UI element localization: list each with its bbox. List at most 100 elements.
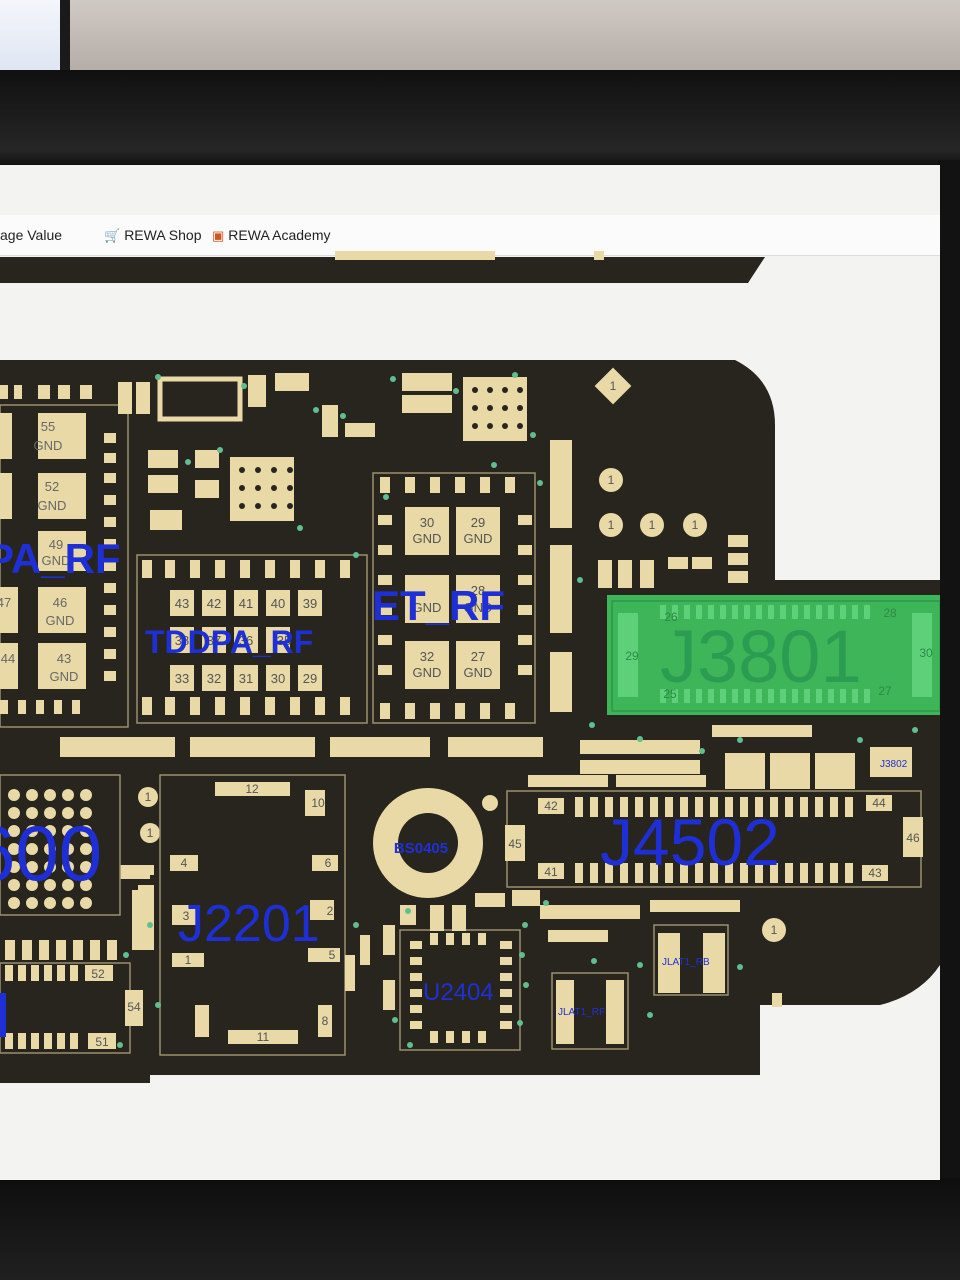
mid-right-caps bbox=[528, 725, 912, 789]
pcb-viewer-canvas[interactable]: 55 GND 52 GND 49 GND 46 GND 47 43 GND 44… bbox=[0, 165, 940, 1180]
pa-pad-label: 46 bbox=[53, 595, 67, 610]
et-pad-label: 29 bbox=[471, 515, 485, 530]
background-monitor bbox=[0, 0, 70, 72]
tddpa-rf-label: TDDPA_RF bbox=[145, 624, 313, 660]
pa-rf-block: 55 GND 52 GND 49 GND 46 GND 47 43 GND 44… bbox=[0, 385, 129, 728]
rewa-academy-button[interactable]: ▣REWA Academy bbox=[212, 227, 330, 244]
j2201-pin: 10 bbox=[311, 796, 325, 810]
upper-board-pads bbox=[335, 251, 604, 260]
et-pad-label: 32 bbox=[420, 649, 434, 664]
j2201-pin: 3 bbox=[183, 909, 190, 923]
et-pad-gnd: GND bbox=[464, 600, 493, 615]
j2201-pin: 1 bbox=[185, 953, 192, 967]
main-board bbox=[0, 360, 940, 1083]
et-pad-label: 28 bbox=[471, 583, 485, 598]
j3801-label: J3801 bbox=[660, 615, 862, 698]
rewa-shop-label: REWA Shop bbox=[124, 227, 202, 243]
monitor-bezel-right bbox=[938, 160, 960, 1280]
pa-pad-label: 55 bbox=[41, 419, 55, 434]
et-pad-label: 27 bbox=[471, 649, 485, 664]
connector-pin: 54 bbox=[127, 1000, 141, 1014]
bga-grid-small bbox=[239, 387, 523, 509]
pa-pad-label: 49 bbox=[49, 537, 63, 552]
pa-pad-gnd: GND bbox=[42, 553, 71, 568]
j2201-connector[interactable]: 12 10 4 6 3 2 1 5 11 8 J2201 bbox=[120, 774, 346, 1056]
tddpa-pad-label: 30 bbox=[271, 671, 285, 686]
monitor-bezel-bottom bbox=[0, 1178, 960, 1280]
cart-icon: 🛒 bbox=[104, 228, 121, 243]
pin1-label: 1 bbox=[771, 923, 778, 937]
j3801-pin: 28 bbox=[883, 606, 897, 620]
j4502-pin: 41 bbox=[544, 865, 558, 879]
j2201-pin: 12 bbox=[245, 782, 259, 796]
toolbar: age Value 🛒REWA Shop ▣REWA Academy bbox=[0, 215, 940, 256]
tddpa-pad-label: 39 bbox=[303, 596, 317, 611]
pa-pad-gnd: GND bbox=[50, 669, 79, 684]
pa-pad-label: 44 bbox=[1, 651, 15, 666]
u2404-chip[interactable]: U2404 bbox=[383, 890, 540, 1051]
left-bga-chip[interactable]: 600 bbox=[0, 774, 121, 916]
pin1-label: 1 bbox=[145, 790, 152, 804]
connector-pin: 52 bbox=[91, 967, 105, 981]
et-rf-block: 30 GND 29 GND GND 28 GND 32 GND 27 GND E… bbox=[372, 472, 536, 724]
et-rf-label: ET_RF bbox=[372, 582, 505, 629]
j2201-pin: 5 bbox=[329, 948, 336, 962]
lower-right-caps bbox=[540, 900, 782, 1007]
left-mid-caps bbox=[138, 865, 370, 991]
j3801-connector[interactable]: 26 28 29 30 25 27 J3801 bbox=[607, 595, 940, 715]
tddpa-pad-label: 31 bbox=[239, 671, 253, 686]
tddpa-pad-label: 38 bbox=[175, 633, 189, 648]
rewa-academy-label: REWA Academy bbox=[228, 227, 331, 243]
j3802-label: J3802 bbox=[880, 759, 908, 770]
jlat1-rb[interactable]: JLAT1_RB bbox=[653, 924, 729, 996]
j4502-pin: 43 bbox=[868, 866, 882, 880]
pin1-label: 1 bbox=[610, 379, 617, 393]
pin1-label: 1 bbox=[147, 826, 154, 840]
j3801-pin: 29 bbox=[625, 649, 639, 663]
u2404-label: U2404 bbox=[423, 979, 494, 1006]
toolbar-value-item[interactable]: age Value bbox=[0, 227, 62, 243]
j3801-pin: 25 bbox=[663, 687, 677, 701]
tddpa-pad-label: 40 bbox=[271, 596, 285, 611]
et-pad-gnd: GND bbox=[413, 600, 442, 615]
et-pad-gnd: GND bbox=[413, 531, 442, 546]
j2201-pin: 4 bbox=[181, 856, 188, 870]
pin1-markers bbox=[138, 367, 786, 942]
j4502-pin: 44 bbox=[872, 796, 886, 810]
j3801-pin: 30 bbox=[919, 646, 933, 660]
jlat1-rf[interactable]: JLAT1_RF bbox=[551, 972, 629, 1050]
pin1-label: 1 bbox=[649, 518, 656, 532]
bs0405-label: BS0405 bbox=[394, 840, 448, 857]
tddpa-pad-label: 43 bbox=[175, 596, 189, 611]
left-bottom-connector[interactable]: 52 54 51 bbox=[0, 940, 143, 1054]
pa-pad-gnd: GND bbox=[46, 613, 75, 628]
pa-pad-label: 52 bbox=[45, 479, 59, 494]
vias bbox=[117, 372, 918, 1048]
right-upper-caps bbox=[598, 535, 748, 588]
pa-pad-gnd: GND bbox=[34, 438, 63, 453]
j4502-pin: 45 bbox=[508, 837, 522, 851]
jlat1-rf-label: JLAT1_RF bbox=[558, 1007, 605, 1018]
et-pad-gnd: GND bbox=[464, 531, 493, 546]
toolbar-value-label: age Value bbox=[0, 227, 63, 243]
j4502-connector[interactable]: 42 44 45 46 41 43 J4502 bbox=[505, 790, 923, 888]
j4502-pin: 42 bbox=[544, 799, 558, 813]
tddpa-pad-label: 41 bbox=[239, 596, 253, 611]
j4502-label: J4502 bbox=[600, 805, 780, 879]
pa-pad-label: 47 bbox=[0, 595, 11, 610]
tddpa-pad-label: 37 bbox=[207, 633, 221, 648]
j2201-pin: 6 bbox=[325, 856, 332, 870]
play-icon: ▣ bbox=[212, 228, 225, 243]
j2201-pin: 11 bbox=[257, 1030, 270, 1044]
pin1-label: 1 bbox=[608, 473, 615, 487]
pa-rf-label: PA_RF bbox=[0, 535, 121, 582]
tddpa-rf-block: 43 42 41 40 39 38 37 36 35 33 32 31 30 2… bbox=[136, 554, 368, 724]
tddpa-pad-label: 29 bbox=[303, 671, 317, 686]
tddpa-pad-label: 42 bbox=[207, 596, 221, 611]
bs0405-standoff[interactable]: BS0405 bbox=[373, 788, 483, 898]
rewa-shop-button[interactable]: 🛒REWA Shop bbox=[104, 227, 201, 244]
left-bga-label: 600 bbox=[0, 809, 102, 897]
tddpa-pad-label: 32 bbox=[207, 671, 221, 686]
et-pad-gnd: GND bbox=[413, 665, 442, 680]
tddpa-pad-label: 35 bbox=[277, 633, 291, 648]
